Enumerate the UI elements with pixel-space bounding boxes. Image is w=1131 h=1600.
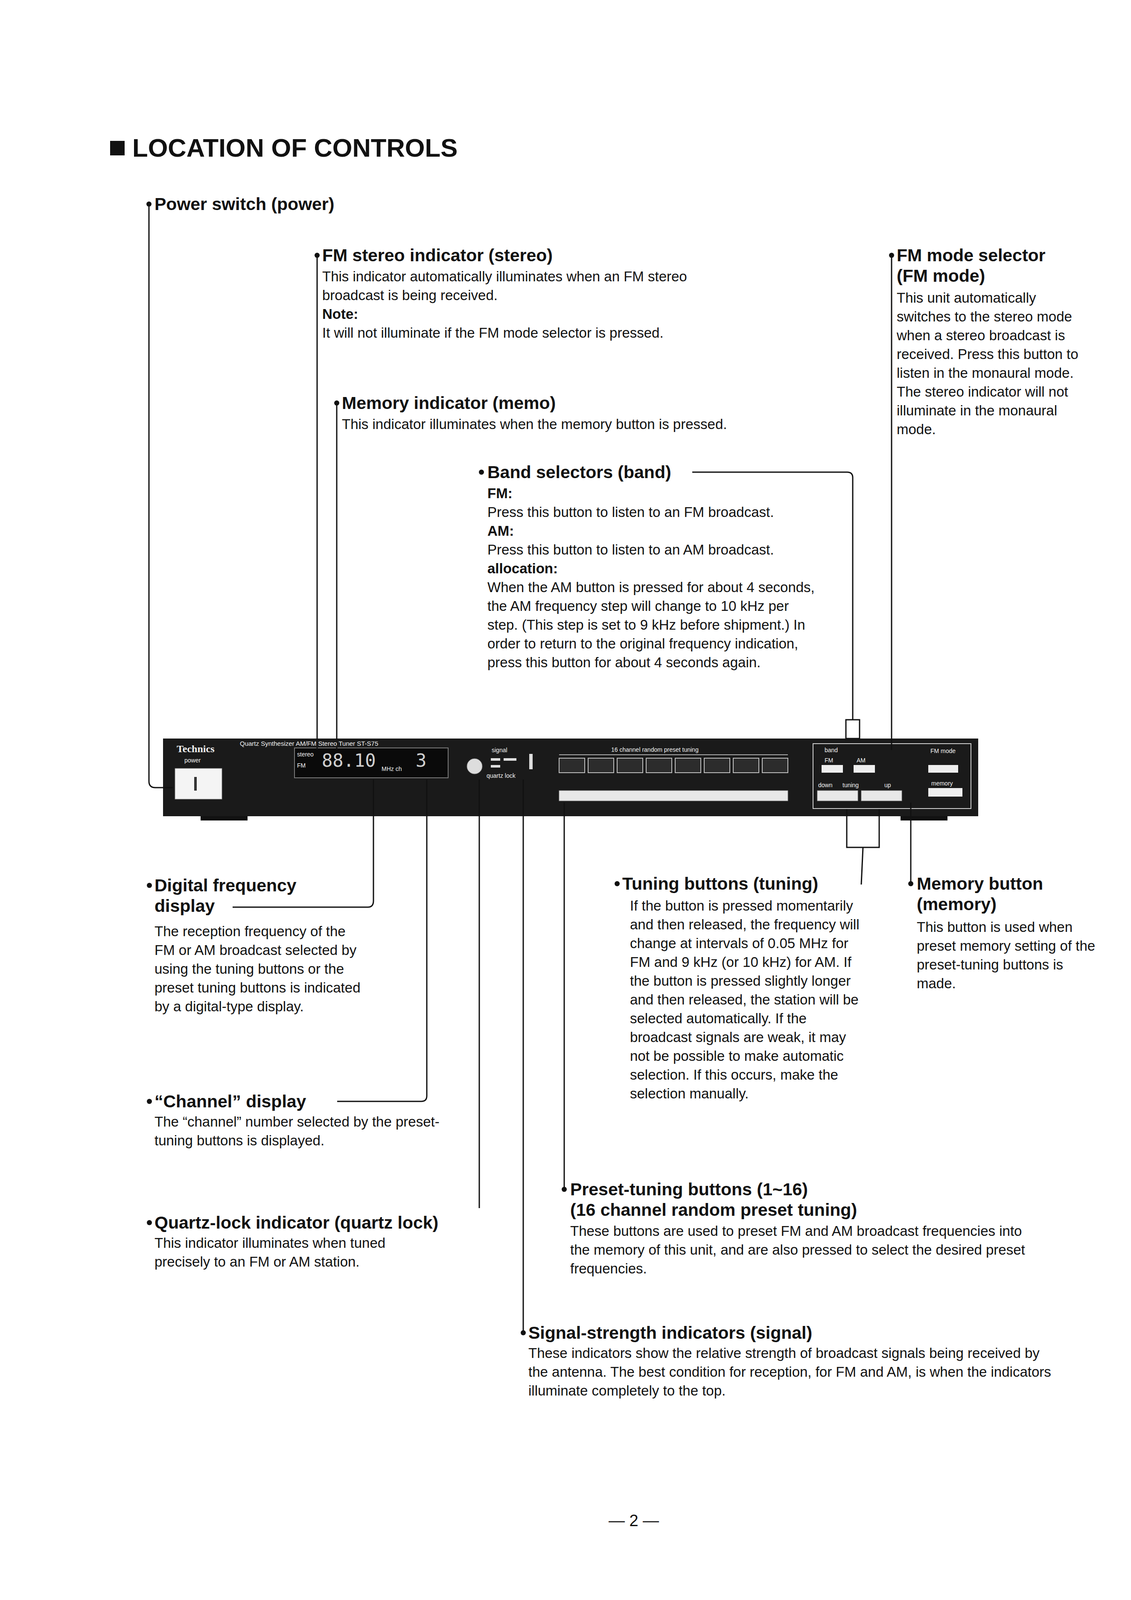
- frequency-readout: 88.10: [320, 750, 377, 771]
- tuner-body: [163, 738, 979, 817]
- title-square: [110, 140, 125, 156]
- panel-label: band: [823, 746, 839, 754]
- panel-label: stereo: [296, 750, 315, 758]
- page-title: LOCATION OF CONTROLS: [132, 133, 730, 164]
- panel-label: power: [183, 756, 202, 764]
- display-window: [294, 747, 449, 778]
- control-section: [813, 743, 971, 809]
- channel-readout: 3: [414, 750, 428, 771]
- sub-heading: allocation:: [487, 559, 616, 578]
- control-heading: Band selectors (band): [487, 461, 693, 483]
- control-description: If the button is pressed momentarily and…: [629, 896, 869, 1103]
- brand-name: Technics: [175, 742, 216, 755]
- panel-label: MHz ch: [380, 764, 403, 773]
- preset-rule: [559, 754, 788, 755]
- panel-label: 16 channel random preset tuning: [610, 745, 700, 754]
- note-label: Note:: [322, 304, 451, 324]
- control-heading: FM stereo indicator (stereo): [322, 244, 707, 266]
- preset-buttons: [559, 757, 788, 773]
- panel-label: quartz lock: [485, 771, 517, 780]
- control-description: This indicator illuminates when the memo…: [341, 414, 833, 434]
- control-description: This indicator automatically illuminates…: [322, 267, 698, 305]
- panel-label: AM: [855, 756, 867, 764]
- control-heading: Power switch (power): [154, 193, 454, 215]
- control-heading: Quartz-lock indicator (quartz lock): [154, 1212, 479, 1233]
- preset-strip: [559, 790, 788, 801]
- control-heading: Preset-tuning buttons (1~16): [570, 1178, 997, 1200]
- control-heading: FM mode selector (FM mode): [896, 244, 1081, 286]
- control-description: When the AM button is pressed for about …: [487, 577, 817, 672]
- panel-label: FM: [823, 756, 834, 764]
- power-button: [174, 768, 222, 799]
- panel-label: FM: [296, 761, 307, 770]
- control-description: These buttons are used to preset FM and …: [570, 1221, 1032, 1278]
- control-description: Press this button to listen to an FM bro…: [487, 502, 821, 522]
- bullets: [146, 201, 914, 1336]
- control-heading: Memory button (memory): [916, 873, 1079, 915]
- tuning-button-strip: [817, 790, 902, 801]
- panel-label: tuning: [841, 781, 860, 789]
- tuner-foot: [900, 816, 948, 821]
- control-description: These indicators show the relative stren…: [528, 1343, 1058, 1400]
- control-description: This button is used when preset memory s…: [916, 917, 1097, 993]
- control-description: This indicator illuminates when tuned pr…: [154, 1233, 445, 1271]
- model-name: Quartz Synthesizer AM/FM Stereo Tuner ST…: [239, 739, 379, 748]
- sub-heading: FM:: [487, 483, 573, 503]
- quartz-lock-lamp: [466, 758, 483, 774]
- sub-heading: AM:: [487, 521, 573, 541]
- page-number: — 2 —: [565, 1510, 703, 1530]
- control-heading: Digital frequency display: [154, 874, 343, 916]
- panel-label: down: [817, 781, 834, 789]
- leader-lines: [148, 204, 911, 1333]
- control-heading: Memory indicator (memo): [341, 392, 726, 414]
- tuner-foot: [200, 816, 248, 821]
- control-description: The “channel” number selected by the pre…: [154, 1112, 471, 1150]
- control-heading: “Channel” display: [154, 1090, 334, 1112]
- control-heading: (16 channel random preset tuning): [570, 1199, 997, 1220]
- panel-label: FM mode: [929, 746, 957, 755]
- control-description: This unit automatically switches to the …: [896, 288, 1085, 439]
- control-heading: Signal-strength indicators (signal): [528, 1322, 998, 1343]
- control-heading: Tuning buttons (tuning): [622, 873, 855, 894]
- control-description: Press this button to listen to an AM bro…: [487, 540, 821, 560]
- power-mark: [194, 776, 197, 791]
- panel-label: up: [883, 781, 892, 789]
- signal-bars: [490, 753, 533, 770]
- control-description: The reception frequency of the FM or AM …: [154, 921, 368, 1016]
- note-text: It will not illuminate if the FM mode se…: [322, 323, 771, 343]
- panel-label: signal: [490, 746, 509, 754]
- panel-label: memory: [930, 779, 954, 788]
